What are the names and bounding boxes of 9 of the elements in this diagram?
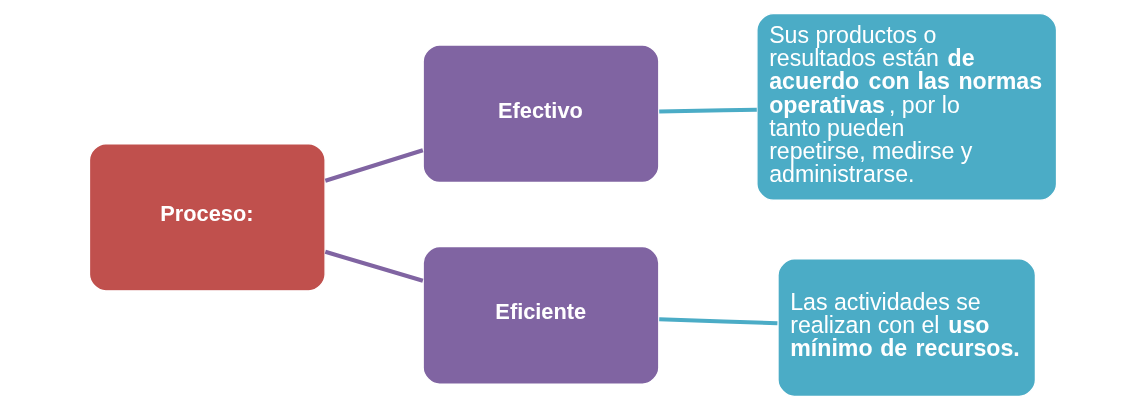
node-box: Sus productos o resultados están de acuerdo con las normas operativas, por lo tanto pueden repetirse, medirse y administrarse. (756, 12, 1058, 201)
node-box: Eficiente (422, 245, 660, 385)
connector (659, 107, 757, 114)
connector (324, 148, 424, 183)
connector (324, 249, 424, 283)
node-box: Las actividades se realizan con el uso mínimo de recursos. (777, 258, 1037, 398)
node-box: Efectivo (422, 44, 660, 184)
node-box: Proceso: (88, 143, 326, 292)
connector (659, 317, 778, 326)
